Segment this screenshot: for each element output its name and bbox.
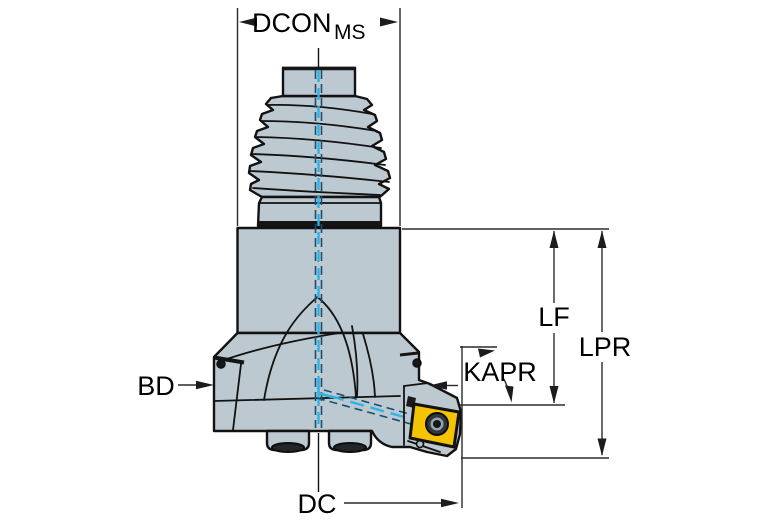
thread-crest-line	[252, 187, 381, 196]
lf-arrow-down	[549, 386, 559, 404]
boss-left-bottom-face	[271, 442, 305, 453]
tool-illustration	[212, 48, 463, 492]
thread-crest-line	[260, 120, 378, 132]
thread-crest-line	[251, 153, 386, 166]
face-line-horizontal	[213, 395, 401, 402]
dim-lpr: LPR	[579, 230, 632, 456]
bd-arrow	[196, 380, 214, 390]
kapr-label: KAPR	[463, 357, 537, 387]
dc-label: DC	[298, 489, 337, 519]
dcon-sub-label: MS	[334, 21, 366, 44]
cartridge-top-edge	[403, 382, 429, 387]
kapr-arrow-upper	[478, 348, 495, 358]
face-line-left	[232, 363, 242, 431]
bd-label: BD	[137, 371, 175, 401]
thread-crest-line	[249, 170, 390, 183]
clamp-screw-hole-right	[412, 358, 422, 368]
lpr-arrow-up	[597, 230, 607, 248]
dim-lf: LF	[538, 230, 570, 404]
milling-insert	[408, 402, 461, 449]
flute-curve-a	[351, 325, 359, 397]
dcon-arrow-right	[380, 17, 398, 27]
coolant-elbow	[317, 378, 333, 399]
dcon-label: DCON	[252, 8, 332, 38]
lpr-label: LPR	[579, 332, 632, 362]
dcon-arrow-left	[239, 17, 257, 27]
dim-kapr: KAPR	[429, 346, 565, 508]
thread-crest-line	[255, 136, 382, 149]
dim-dcon-ms: DCON MS	[236, 8, 401, 226]
head-face-details	[213, 295, 422, 431]
clamp-screw-hole-left	[216, 359, 226, 369]
chamfer-dark-edge-left	[213, 355, 245, 365]
insert-screw-torx	[433, 420, 441, 428]
dim-dc: DC	[298, 489, 459, 519]
dimension-annotations: DCON MS LF LPR	[137, 8, 631, 519]
dc-arrow	[441, 498, 459, 508]
coolant-duct-lower	[316, 397, 448, 435]
kapr-arrow-lower	[505, 385, 514, 403]
cartridge-nose-line	[407, 440, 441, 453]
chamfer-dark-edge-right	[399, 351, 419, 357]
dim-bd: BD	[137, 371, 214, 401]
lf-label: LF	[538, 302, 570, 332]
face-curve-left	[220, 332, 340, 362]
lf-arrow-up	[549, 230, 559, 248]
flute-curve-b	[362, 333, 376, 398]
edge-pointer-arrow	[429, 381, 447, 390]
lpr-arrow-down	[597, 438, 607, 456]
boss-right-bottom-face	[333, 442, 367, 453]
